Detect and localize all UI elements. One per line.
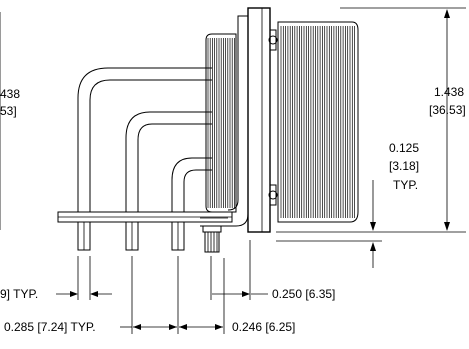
right-height-in: 1.438: [434, 85, 464, 99]
edge-dimension-label: 0.250 [6.35]: [272, 287, 335, 301]
last-dimension-label: 0.246 [6.25]: [232, 320, 295, 334]
pcb-board: [57, 211, 233, 223]
pin-diameter-dimension: 9] TYP.: [0, 256, 112, 301]
gap-typ: TYP.: [393, 178, 418, 192]
screw-head-bottom: [268, 190, 278, 200]
right-extension-lines: [276, 7, 466, 242]
right-finned-body: [277, 21, 359, 223]
panel-lead: [200, 15, 249, 227]
left-height-mm: 53]: [0, 104, 17, 118]
gap-in: 0.125: [389, 141, 419, 155]
left-finned-body: [205, 33, 237, 213]
gap-mm: [3.18]: [389, 159, 419, 173]
pitch-dimension-label: 0.285 [7.24] TYP.: [4, 320, 96, 334]
pin-diameter-label: 9] TYP.: [0, 287, 38, 301]
pitch-dimensions: 0.285 [7.24] TYP. 0.246 [6.25]: [4, 256, 295, 334]
mounting-flange: [247, 7, 278, 233]
left-height-dimension: 438 53]: [0, 12, 20, 230]
edge-dimension: 0.250 [6.35]: [210, 240, 335, 301]
fastener: [202, 225, 222, 253]
left-height-in: 438: [0, 87, 20, 101]
right-height-mm: [36.53]: [429, 103, 466, 117]
screw-head-top: [268, 35, 278, 45]
bent-leads: [77, 67, 212, 212]
pcb-pins: [77, 221, 185, 251]
gap-dimension: 0.125 [3.18] TYP.: [370, 141, 419, 268]
right-height-dimension: 1.438 [36.53]: [429, 9, 466, 231]
